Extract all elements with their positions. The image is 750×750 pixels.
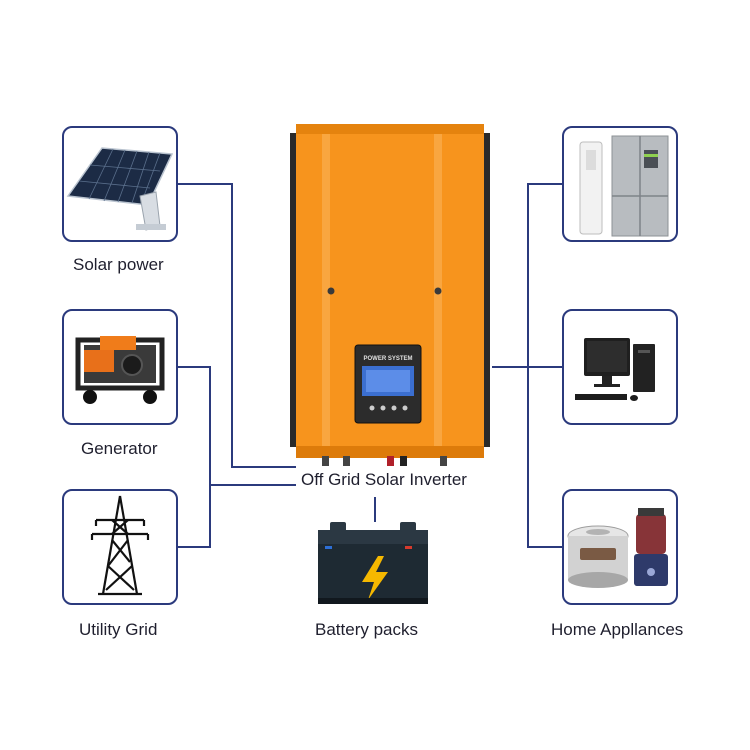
inverter-icon — [290, 124, 490, 466]
appliance-box-computer — [562, 309, 678, 425]
refrigerator-icon — [579, 135, 669, 237]
solar-power-label: Solar power — [73, 255, 164, 274]
solar-panel-icon — [66, 147, 174, 231]
appliance-box-fridge — [562, 126, 678, 242]
inverter-brand: POWER SYSTEM — [363, 356, 412, 362]
generator-connector — [178, 366, 211, 548]
appliance-box-kitchen — [562, 489, 678, 605]
generator-label: Generator — [81, 439, 158, 458]
solar-power-box — [62, 126, 178, 242]
generator-icon — [75, 336, 165, 404]
load-bus-connector — [527, 183, 563, 548]
battery-icon — [318, 522, 428, 604]
rice-cooker-icon — [567, 525, 629, 588]
battery-label: Battery packs — [315, 620, 418, 639]
generator-box — [62, 309, 178, 425]
inverter-terminals — [322, 456, 447, 466]
inverter-control-panel — [354, 344, 422, 424]
computer-icon — [575, 338, 655, 401]
transmission-tower-icon — [90, 495, 150, 596]
inverter-label: Off Grid Solar Inverter — [301, 470, 467, 489]
blender-icon — [634, 508, 668, 586]
utility-grid-label: Utility Grid — [79, 620, 158, 639]
solar-connector — [178, 183, 296, 468]
home-appliances-label: Home Appllances — [551, 620, 684, 639]
utility-grid-box — [62, 489, 178, 605]
connector-lines — [178, 183, 563, 548]
